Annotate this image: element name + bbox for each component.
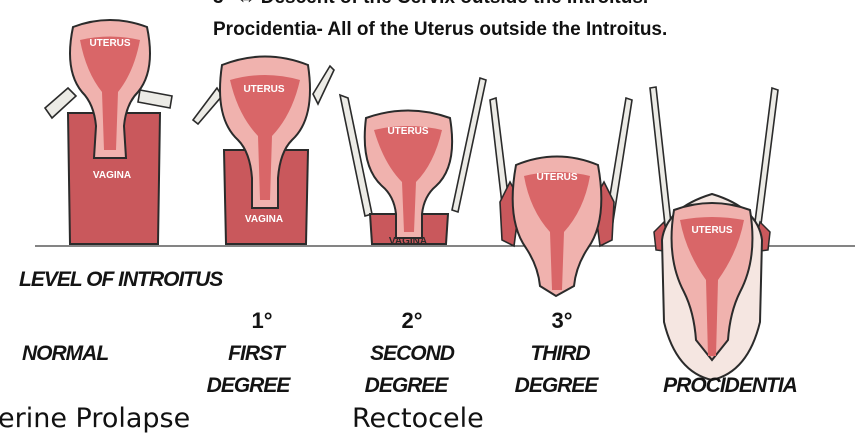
figure-first-degree: UTERUS VAGINA (193, 57, 334, 245)
third-uterus-label: UTERUS (536, 172, 577, 183)
stage-first-degree-word: DEGREE (207, 374, 290, 398)
stage-second-degree-word: DEGREE (365, 374, 448, 398)
stage-second-name: SECOND (370, 342, 454, 366)
stage-first-name: FIRST (228, 342, 284, 366)
normal-right-wall (138, 90, 172, 108)
procidentia-left-wall (650, 87, 672, 234)
stage-normal-name: NORMAL (22, 342, 108, 366)
stage-third-name: THIRD (530, 342, 589, 366)
normal-vagina-label: VAGINA (93, 170, 131, 181)
stage-first-degree-number: 1° (251, 308, 272, 334)
second-vagina-label: VAGINA (389, 236, 427, 247)
level-of-introitus-label: LEVEL OF INTROITUS (19, 268, 222, 292)
first-vagina-label: VAGINA (245, 214, 283, 225)
stage-third-degree-word: DEGREE (515, 374, 598, 398)
normal-uterus-label: UTERUS (89, 38, 130, 49)
procidentia-uterus-label: UTERUS (691, 225, 732, 236)
figure-third-degree: UTERUS (490, 98, 632, 296)
figure-procidentia: UTERUS (650, 87, 778, 380)
procidentia-right-wall (754, 88, 778, 232)
figure-normal: UTERUS VAGINA (45, 20, 172, 244)
second-right-wall (452, 78, 486, 212)
first-right-wall (313, 66, 334, 104)
first-left-wall (193, 88, 222, 124)
caption-uterine-prolapse: erine Prolapse (0, 403, 190, 434)
figure-second-degree: UTERUS VAGINA (340, 78, 486, 247)
caption-rectocele: Rectocele (352, 403, 484, 434)
first-uterus-label: UTERUS (243, 84, 284, 95)
stage-third-degree-number: 3° (551, 308, 572, 334)
stage-second-degree-number: 2° (401, 308, 422, 334)
stage-procidentia-name: PROCIDENTIA (663, 374, 797, 398)
second-uterus-label: UTERUS (387, 126, 428, 137)
